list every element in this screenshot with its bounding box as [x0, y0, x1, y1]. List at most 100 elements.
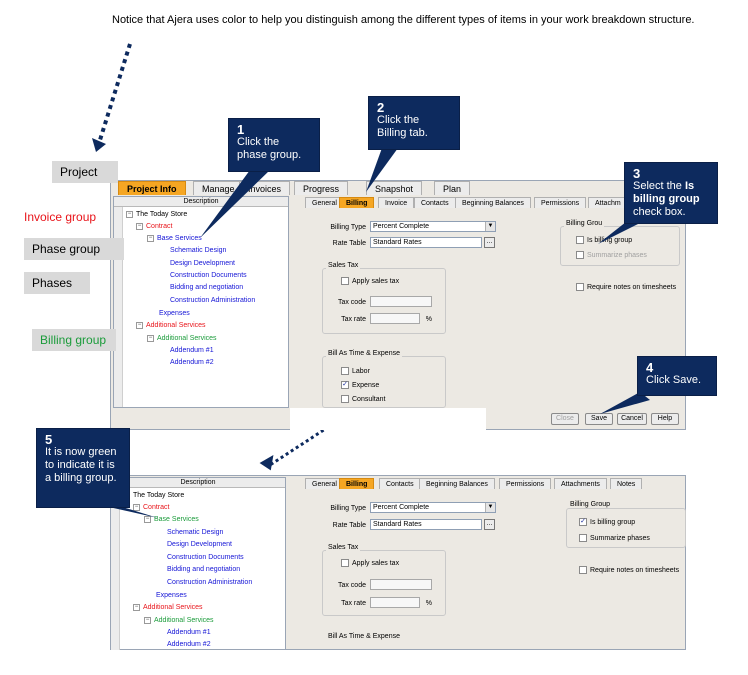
tree-node-phase[interactable]: Schematic Design: [167, 529, 224, 536]
tab-plan[interactable]: Plan: [434, 181, 471, 195]
cancel-button[interactable]: Cancel: [617, 413, 647, 425]
percent-sign: %: [425, 316, 432, 323]
checkmark-icon[interactable]: ✓: [341, 381, 349, 390]
tree-header: Description: [114, 197, 288, 207]
tree-node-phase[interactable]: Bidding and negotiation: [167, 566, 241, 573]
is-billing-group-checkbox[interactable]: Is billing group: [576, 236, 632, 245]
checkmark-icon[interactable]: ✓: [579, 518, 587, 527]
subtab-invoice[interactable]: Invoice: [378, 197, 415, 208]
tree-node-expenses[interactable]: Expenses: [156, 592, 187, 599]
tax-code-input[interactable]: [370, 296, 432, 307]
tab-project-info[interactable]: Project Info: [118, 181, 186, 195]
apply-sales-tax-checkbox[interactable]: Apply sales tax: [341, 277, 399, 286]
subtab-attachments[interactable]: Attachments: [554, 478, 607, 489]
tax-rate-input[interactable]: [370, 597, 420, 608]
bill-as-title: Bill As Time & Expense: [326, 350, 402, 357]
label-invoice-group: Invoice group: [24, 210, 97, 224]
consultant-checkbox[interactable]: Consultant: [341, 395, 385, 404]
collapse-icon[interactable]: −: [133, 603, 140, 611]
checkbox-icon[interactable]: [579, 534, 587, 543]
tree-node-phase[interactable]: Design Development: [170, 260, 235, 267]
tree-node-phase[interactable]: Construction Documents: [167, 554, 244, 561]
tree-node-addendum-1[interactable]: Addendum #1: [170, 347, 214, 354]
tree-node-addendum-2[interactable]: Addendum #2: [167, 641, 211, 648]
rate-table-lookup-button[interactable]: ...: [484, 237, 495, 248]
chevron-down-icon: ▼: [485, 503, 495, 512]
apply-sales-tax-checkbox[interactable]: Apply sales tax: [341, 559, 399, 568]
collapse-icon[interactable]: −: [147, 234, 154, 242]
summarize-phases-checkbox[interactable]: Summarize phases: [576, 251, 647, 260]
require-notes-checkbox[interactable]: Require notes on timesheets: [579, 566, 679, 575]
collapse-icon[interactable]: −: [136, 321, 143, 329]
subtab-permissions[interactable]: Permissions: [499, 478, 552, 489]
billing-group-title: Billing Group: [568, 501, 613, 508]
save-button[interactable]: Save: [585, 413, 613, 425]
collapse-icon[interactable]: −: [144, 616, 151, 624]
checkbox-icon[interactable]: [579, 566, 587, 575]
tree-node-phase[interactable]: Bidding and negotiation: [170, 284, 244, 291]
checkbox-icon[interactable]: [341, 395, 349, 404]
billing-type-select[interactable]: Percent Complete▼: [370, 221, 496, 232]
subtab-permissions[interactable]: Permissions: [534, 197, 587, 208]
checkbox-icon[interactable]: [341, 367, 349, 376]
tree-node-project[interactable]: −The Today Store: [126, 210, 188, 218]
rate-table-field[interactable]: Standard Rates: [370, 519, 482, 530]
tree-node-phase[interactable]: Design Development: [167, 541, 232, 548]
tree-header: Description: [111, 478, 285, 488]
checkbox-icon[interactable]: [341, 277, 349, 286]
tree-node-base-services[interactable]: −Base Services: [147, 234, 202, 242]
rate-table-field[interactable]: Standard Rates: [370, 237, 482, 248]
percent-sign: %: [425, 600, 432, 607]
tree-node-contract[interactable]: −Contract: [133, 503, 170, 511]
tree-node-phase[interactable]: Construction Administration: [167, 579, 253, 586]
tax-rate-label: Tax rate: [341, 600, 366, 607]
checkbox-icon[interactable]: [576, 236, 584, 245]
tree-node-addendum-2[interactable]: Addendum #2: [170, 359, 214, 366]
expense-checkbox[interactable]: ✓Expense: [341, 381, 380, 390]
tree-node-phase[interactable]: Construction Administration: [170, 297, 256, 304]
tree-node-base-services[interactable]: −Base Services: [144, 515, 199, 523]
tab-snapshot[interactable]: Snapshot: [366, 181, 423, 195]
summarize-phases-checkbox[interactable]: Summarize phases: [579, 534, 650, 543]
subtab-beginning-balances[interactable]: Beginning Balances: [419, 478, 495, 489]
tree-node-addendum-1[interactable]: Addendum #1: [167, 629, 211, 636]
sales-tax-group: [322, 268, 446, 334]
tax-code-input[interactable]: [370, 579, 432, 590]
intro-note: Notice that Ajera uses color to help you…: [112, 14, 695, 26]
collapse-icon[interactable]: −: [126, 210, 133, 218]
wbs-tree-before: Description −The Today Store −Contract −…: [113, 196, 289, 408]
subtab-beginning-balances[interactable]: Beginning Balances: [455, 197, 531, 208]
window-cutout: [290, 408, 486, 430]
close-button[interactable]: Close: [551, 413, 579, 425]
tree-node-additional-services-billing[interactable]: −Additional Services: [144, 616, 214, 624]
tree-node-expenses[interactable]: Expenses: [159, 310, 190, 317]
collapse-icon[interactable]: −: [144, 515, 151, 523]
tree-node-phase[interactable]: Construction Documents: [170, 272, 247, 279]
subtab-billing[interactable]: Billing: [339, 478, 375, 489]
tree-node-contract[interactable]: −Contract: [136, 222, 173, 230]
tree-node-additional-services-billing[interactable]: −Additional Services: [147, 334, 217, 342]
subtab-notes[interactable]: Notes: [610, 478, 643, 489]
help-button[interactable]: Help: [651, 413, 679, 425]
tax-rate-input[interactable]: [370, 313, 420, 324]
checkbox-icon[interactable]: [576, 283, 584, 292]
billing-group-box: [566, 508, 686, 548]
checkbox-icon[interactable]: [341, 559, 349, 568]
tab-progress[interactable]: Progress: [294, 181, 349, 195]
checkbox-icon[interactable]: [576, 251, 584, 260]
is-billing-group-checkbox[interactable]: ✓Is billing group: [579, 518, 636, 527]
tree-node-additional-services-invoice[interactable]: −Additional Services: [136, 321, 206, 329]
rate-table-lookup-button[interactable]: ...: [484, 519, 495, 530]
collapse-icon[interactable]: −: [136, 222, 143, 230]
collapse-icon[interactable]: −: [147, 334, 154, 342]
tree-node-phase[interactable]: Schematic Design: [170, 247, 227, 254]
billing-type-select[interactable]: Percent Complete▼: [370, 502, 496, 513]
subtab-billing[interactable]: Billing: [339, 197, 375, 208]
tree-node-additional-services-invoice[interactable]: −Additional Services: [133, 603, 203, 611]
collapse-icon[interactable]: −: [133, 503, 140, 511]
labor-checkbox[interactable]: Labor: [341, 367, 370, 376]
require-notes-checkbox[interactable]: Require notes on timesheets: [576, 283, 676, 292]
